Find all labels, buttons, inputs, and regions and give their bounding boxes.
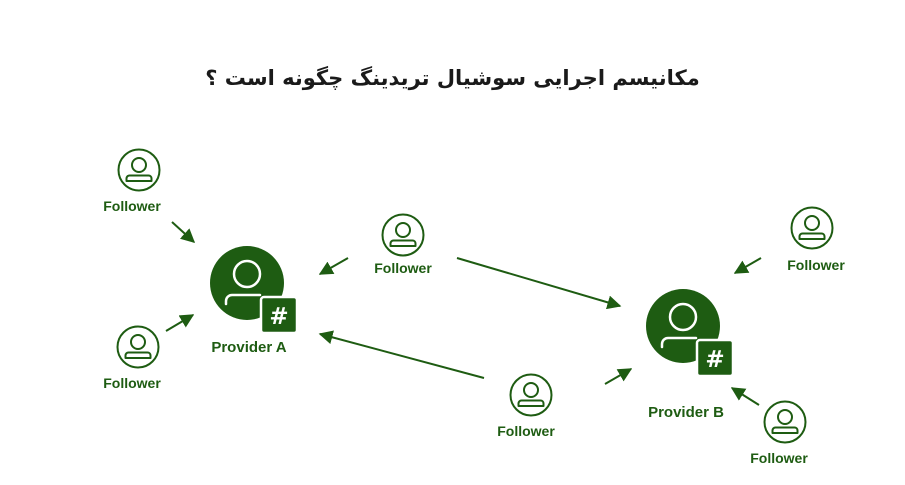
user-hash-icon — [644, 287, 735, 378]
follower-node: Follower — [787, 206, 845, 273]
follower-node: Follower — [103, 148, 161, 214]
follower-node: Follower — [374, 213, 432, 276]
user-icon — [381, 213, 425, 257]
user-icon — [117, 148, 161, 192]
follow-arrow — [318, 257, 349, 275]
follow-arrow — [165, 314, 195, 332]
user-hash-icon — [208, 244, 299, 335]
provider-b-label: Provider B — [648, 404, 724, 421]
provider-b-node: Provider B — [644, 287, 735, 421]
follow-arrow — [318, 330, 485, 379]
follow-arrow — [730, 387, 760, 406]
user-icon — [116, 325, 160, 369]
follower-node: Follower — [497, 373, 555, 439]
follow-arrow — [456, 257, 622, 310]
follower-node: Follower — [103, 325, 161, 391]
follower-label: Follower — [497, 423, 555, 439]
provider-a-label: Provider A — [211, 339, 286, 356]
follower-node: Follower — [750, 400, 808, 466]
follower-label: Follower — [103, 198, 161, 214]
user-icon — [763, 400, 807, 444]
page-title: مکانیسم اجرایی سوشیال تریدینگ چگونه است … — [205, 66, 700, 90]
follower-label: Follower — [787, 257, 845, 273]
follower-label: Follower — [750, 450, 808, 466]
user-icon — [790, 206, 834, 250]
follow-arrow — [171, 221, 196, 243]
provider-a-node: Provider A — [208, 244, 299, 356]
follow-arrow — [604, 368, 633, 385]
follower-label: Follower — [374, 260, 432, 276]
user-icon — [509, 373, 553, 417]
follower-label: Follower — [103, 375, 161, 391]
follow-arrow — [733, 257, 762, 274]
